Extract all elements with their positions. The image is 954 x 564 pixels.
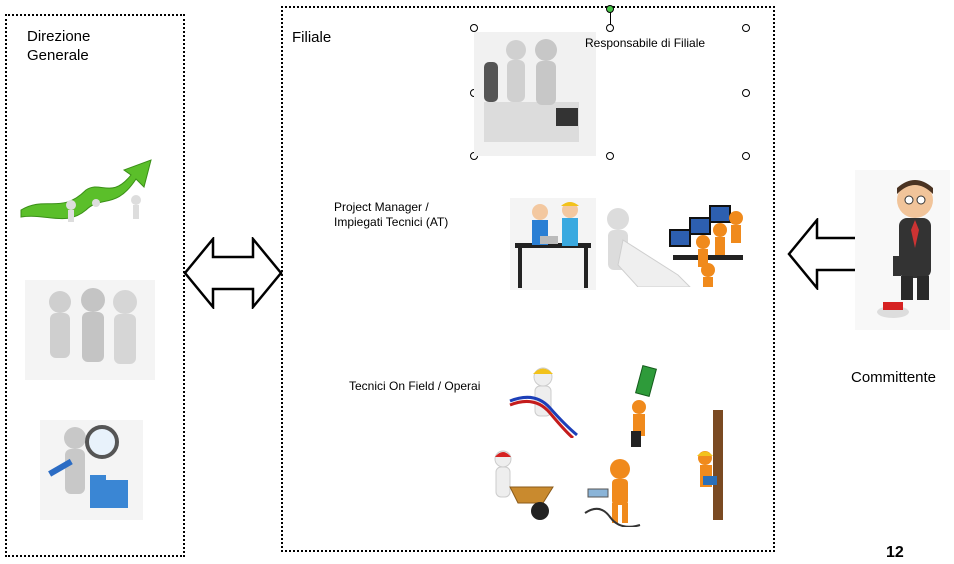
worker-cable-icon [509, 367, 578, 438]
ladder-icon [697, 410, 723, 520]
filiale-label: Filiale [292, 29, 332, 46]
page-number: 12 [886, 544, 904, 561]
resize-handle-tl[interactable] [470, 24, 478, 32]
committente-label: Committente [851, 369, 937, 386]
computer-team-icon [669, 205, 743, 287]
team-icon [25, 280, 155, 380]
tecnici-label: Tecnici On Field / Operai [349, 379, 481, 393]
businessman-icon [855, 170, 950, 330]
magnifier-icon [40, 420, 143, 520]
meeting-desk-icon [474, 32, 596, 156]
selection-frame[interactable] [470, 5, 750, 160]
network-tech-icon [584, 459, 641, 527]
resize-handle-tr[interactable] [742, 24, 750, 32]
resize-handle-tm[interactable] [606, 24, 614, 32]
circuit-board-icon [631, 365, 657, 447]
rotate-handle[interactable] [606, 5, 614, 13]
project-manager-label: Project Manager / Impiegati Tecnici (AT) [334, 200, 449, 229]
resize-handle-mr[interactable] [742, 89, 750, 97]
filiale-box [281, 6, 775, 552]
resize-handle-bm[interactable] [606, 152, 614, 160]
growth-arrow-icon [20, 159, 152, 222]
direzione-generale-box [5, 14, 185, 557]
responsabile-label: Responsabile di Filiale [585, 36, 706, 50]
wheelbarrow-icon [494, 450, 554, 520]
double-arrow-left [183, 237, 283, 309]
resize-handle-br[interactable] [742, 152, 750, 160]
scroll-icon [607, 208, 691, 287]
direzione-generale-label: Direzione Generale [27, 28, 91, 64]
office-team-icon [510, 198, 596, 290]
